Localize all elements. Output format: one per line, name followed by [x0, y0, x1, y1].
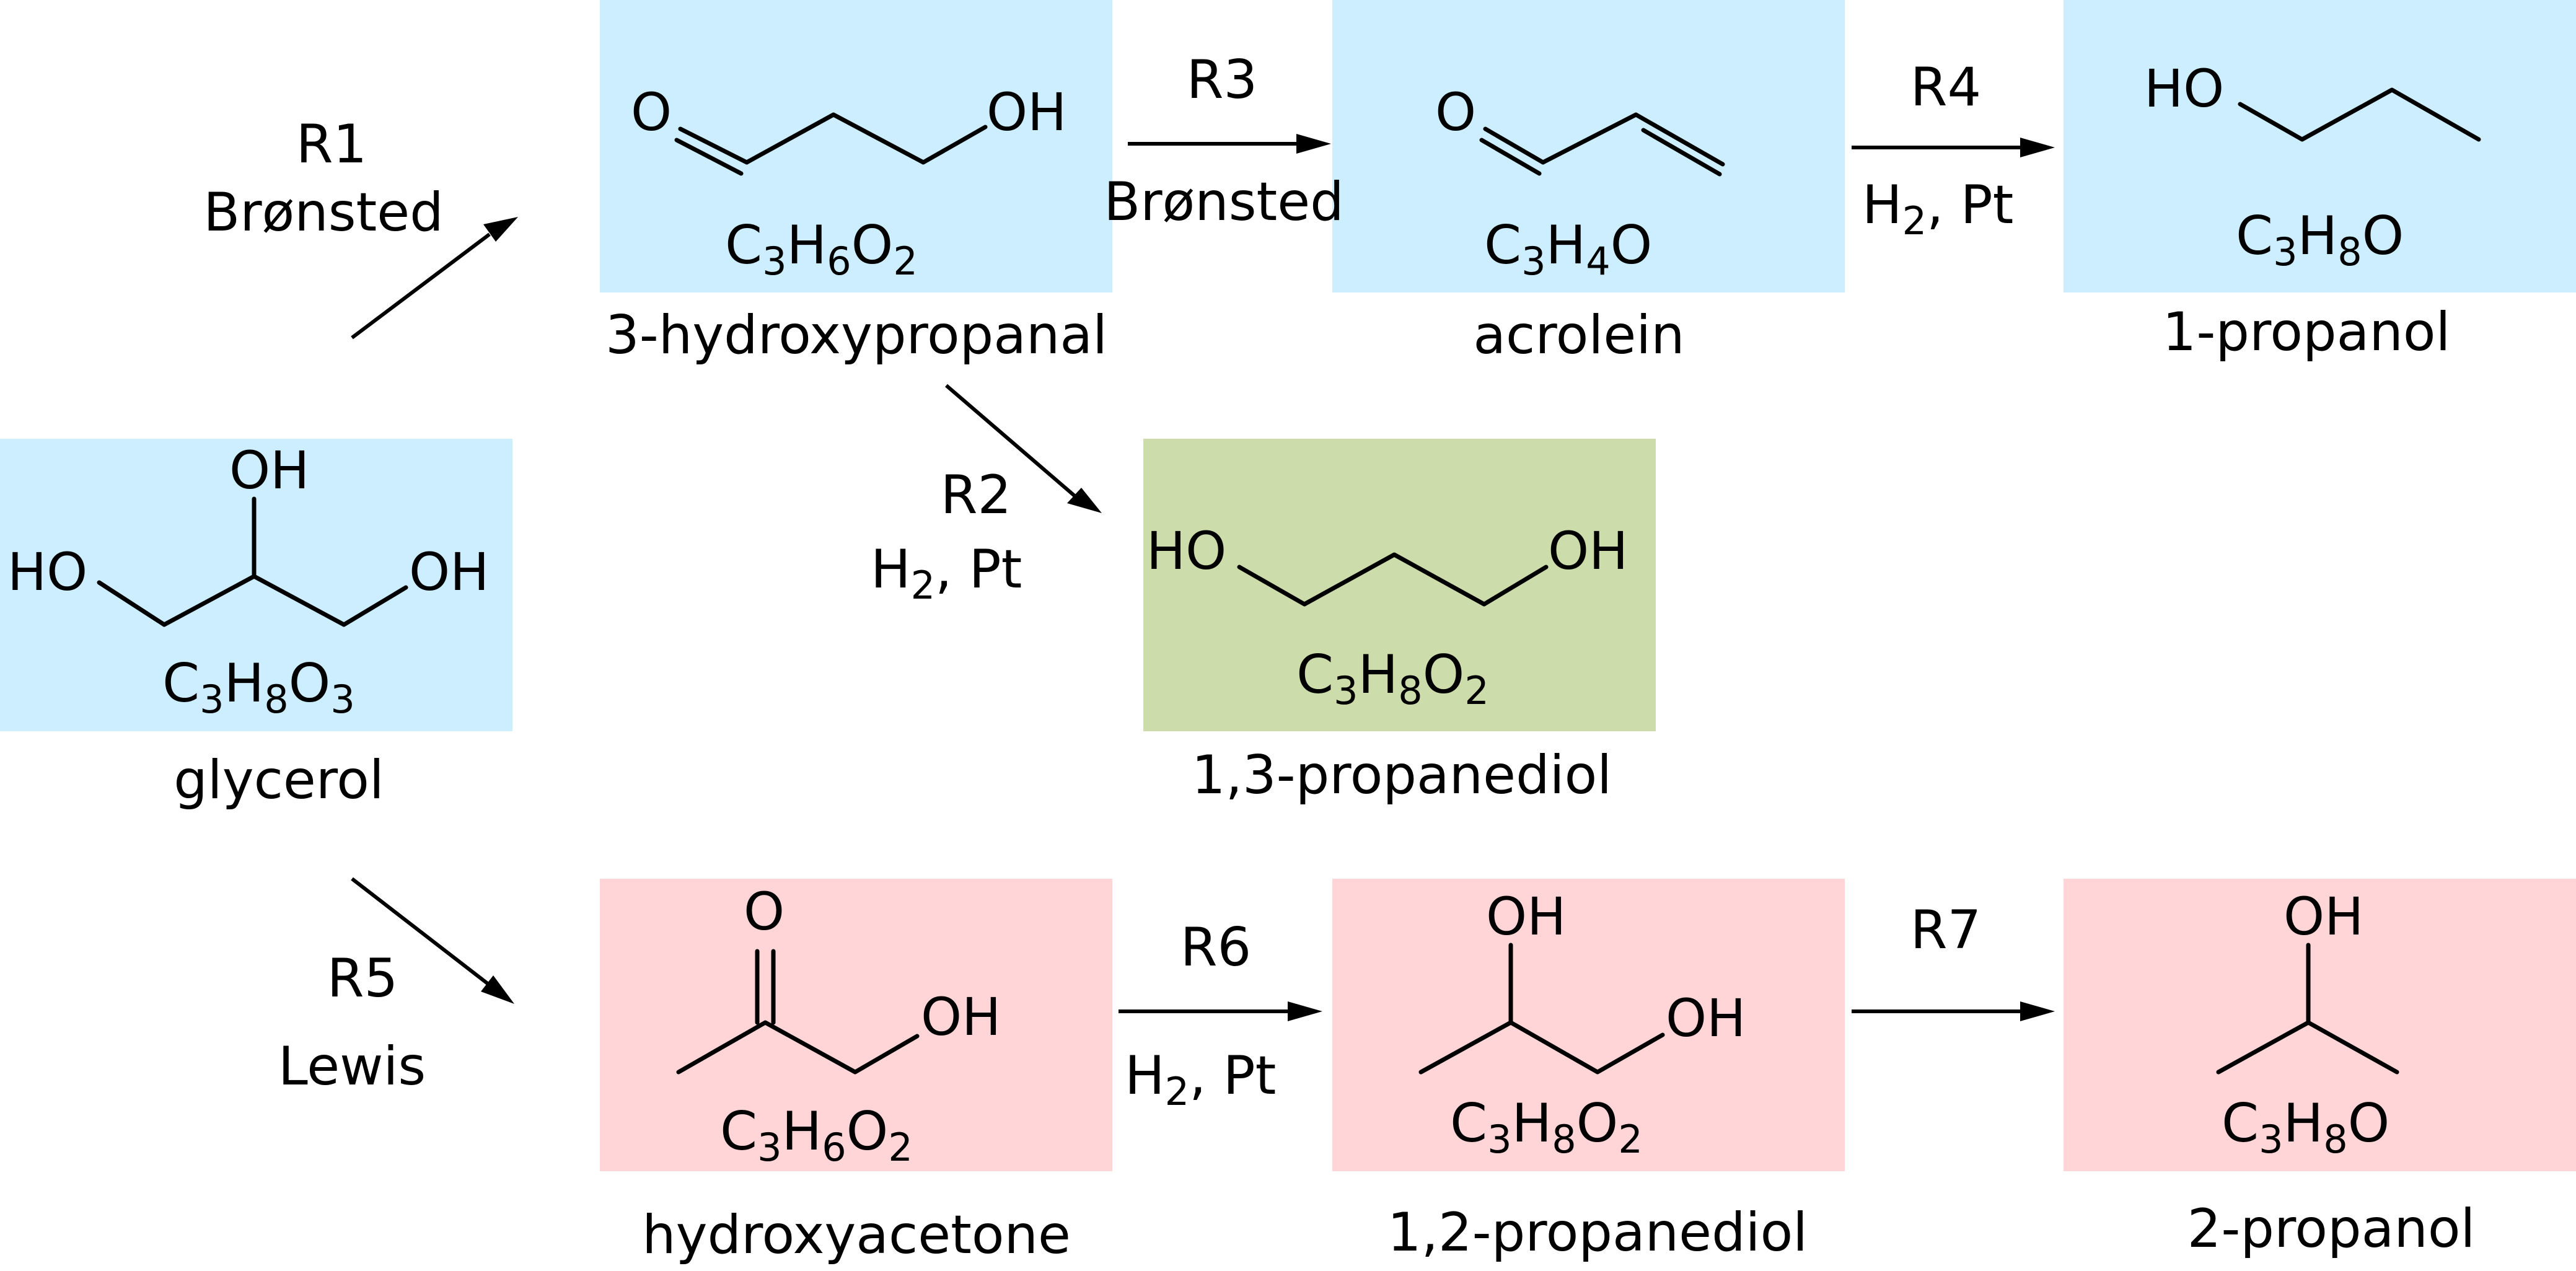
glycerol-name: glycerol — [174, 749, 384, 811]
propanol1-formula: C3H8O — [2236, 205, 2404, 275]
r6-label: R6 — [1180, 917, 1251, 979]
arrow-r4 — [1852, 138, 2055, 157]
pdo13-structure — [1237, 552, 1549, 607]
pdo12-atom-label-oh-top: OH — [1486, 886, 1566, 947]
hpa-formula: C3H6O2 — [725, 214, 918, 284]
pdo12-name: 1,2-propanediol — [1387, 1202, 1808, 1264]
glycerol-formula: C3H8O3 — [162, 653, 355, 722]
hydroxyacetone-atom-label-oh: OH — [921, 987, 1001, 1047]
pdo13-atom-label-ho: HO — [1146, 521, 1226, 581]
arrow-r6 — [1119, 1001, 1322, 1021]
propanol2-structure — [2216, 943, 2399, 1075]
pdo13-box — [1143, 439, 1656, 731]
pdo13-atom-label-oh: OH — [1548, 521, 1628, 581]
glycerol-atom-label-oh-top: OH — [229, 440, 309, 501]
r3-catalyst: Brønsted — [1104, 171, 1344, 233]
arrow-r3 — [1128, 134, 1331, 154]
r2-label: R2 — [941, 464, 1011, 526]
hpa-structure — [674, 112, 988, 176]
r2-conditions: H2, Pt — [871, 539, 1022, 608]
hpa-name: 3-hydroxypropanal — [605, 304, 1107, 366]
r5-label: R5 — [327, 948, 398, 1009]
acrolein-structure — [1479, 112, 1725, 177]
arrow-r1 — [351, 217, 518, 340]
r7-label: R7 — [1910, 899, 1981, 961]
hydroxyacetone-structure — [676, 949, 920, 1075]
pdo12-formula: C3H8O2 — [1450, 1093, 1643, 1162]
pdo12-atom-label-oh-right: OH — [1666, 988, 1746, 1049]
glycerol-atom-label-ho: HO — [7, 542, 87, 602]
arrow-r5 — [351, 877, 514, 1004]
glycerol-box — [0, 439, 512, 731]
hpa-atom-label-o: O — [631, 82, 672, 143]
r4-conditions: H2, Pt — [1862, 174, 2013, 244]
propanol1-box — [2064, 0, 2576, 292]
acrolein-formula: C3H4O — [1484, 214, 1652, 284]
r3-label: R3 — [1187, 49, 1257, 111]
acrolein-box — [1332, 0, 1845, 292]
hydroxyacetone-name: hydroxyacetone — [642, 1204, 1071, 1266]
hydroxyacetone-box — [600, 879, 1112, 1171]
propanol2-formula: C3H8O — [2222, 1093, 2389, 1162]
r5-catalyst: Lewis — [278, 1036, 426, 1097]
r6-conditions: H2, Pt — [1125, 1045, 1276, 1114]
pdo12-box — [1332, 879, 1845, 1171]
propanol1-atom-label-ho: HO — [2144, 58, 2224, 119]
pdo12-structure — [1418, 943, 1665, 1075]
acrolein-atom-label-o: O — [1435, 82, 1476, 143]
propanol2-name: 2-propanol — [2187, 1198, 2476, 1260]
hydroxyacetone-formula: C3H6O2 — [720, 1101, 913, 1170]
glycerol-structure — [97, 496, 408, 627]
propanol2-atom-label-oh: OH — [2284, 886, 2363, 947]
arrow-r7 — [1852, 1001, 2055, 1021]
propanol1-name: 1-propanol — [2163, 301, 2451, 363]
hpa-atom-label-oh: OH — [987, 82, 1066, 143]
acrolein-name: acrolein — [1473, 304, 1684, 366]
r4-label: R4 — [1910, 56, 1981, 118]
r1-catalyst: Brønsted — [203, 182, 444, 244]
r1-label: R1 — [296, 113, 367, 175]
glycerol-atom-label-oh-right: OH — [409, 542, 489, 602]
pdo13-name: 1,3-propanediol — [1192, 744, 1612, 806]
pdo13-formula: C3H8O2 — [1296, 644, 1489, 713]
arrow-r2 — [945, 384, 1102, 513]
propanol2-box — [2064, 879, 2576, 1171]
hydroxyacetone-atom-label-o: O — [744, 881, 785, 942]
propanol1-structure — [2238, 87, 2481, 142]
